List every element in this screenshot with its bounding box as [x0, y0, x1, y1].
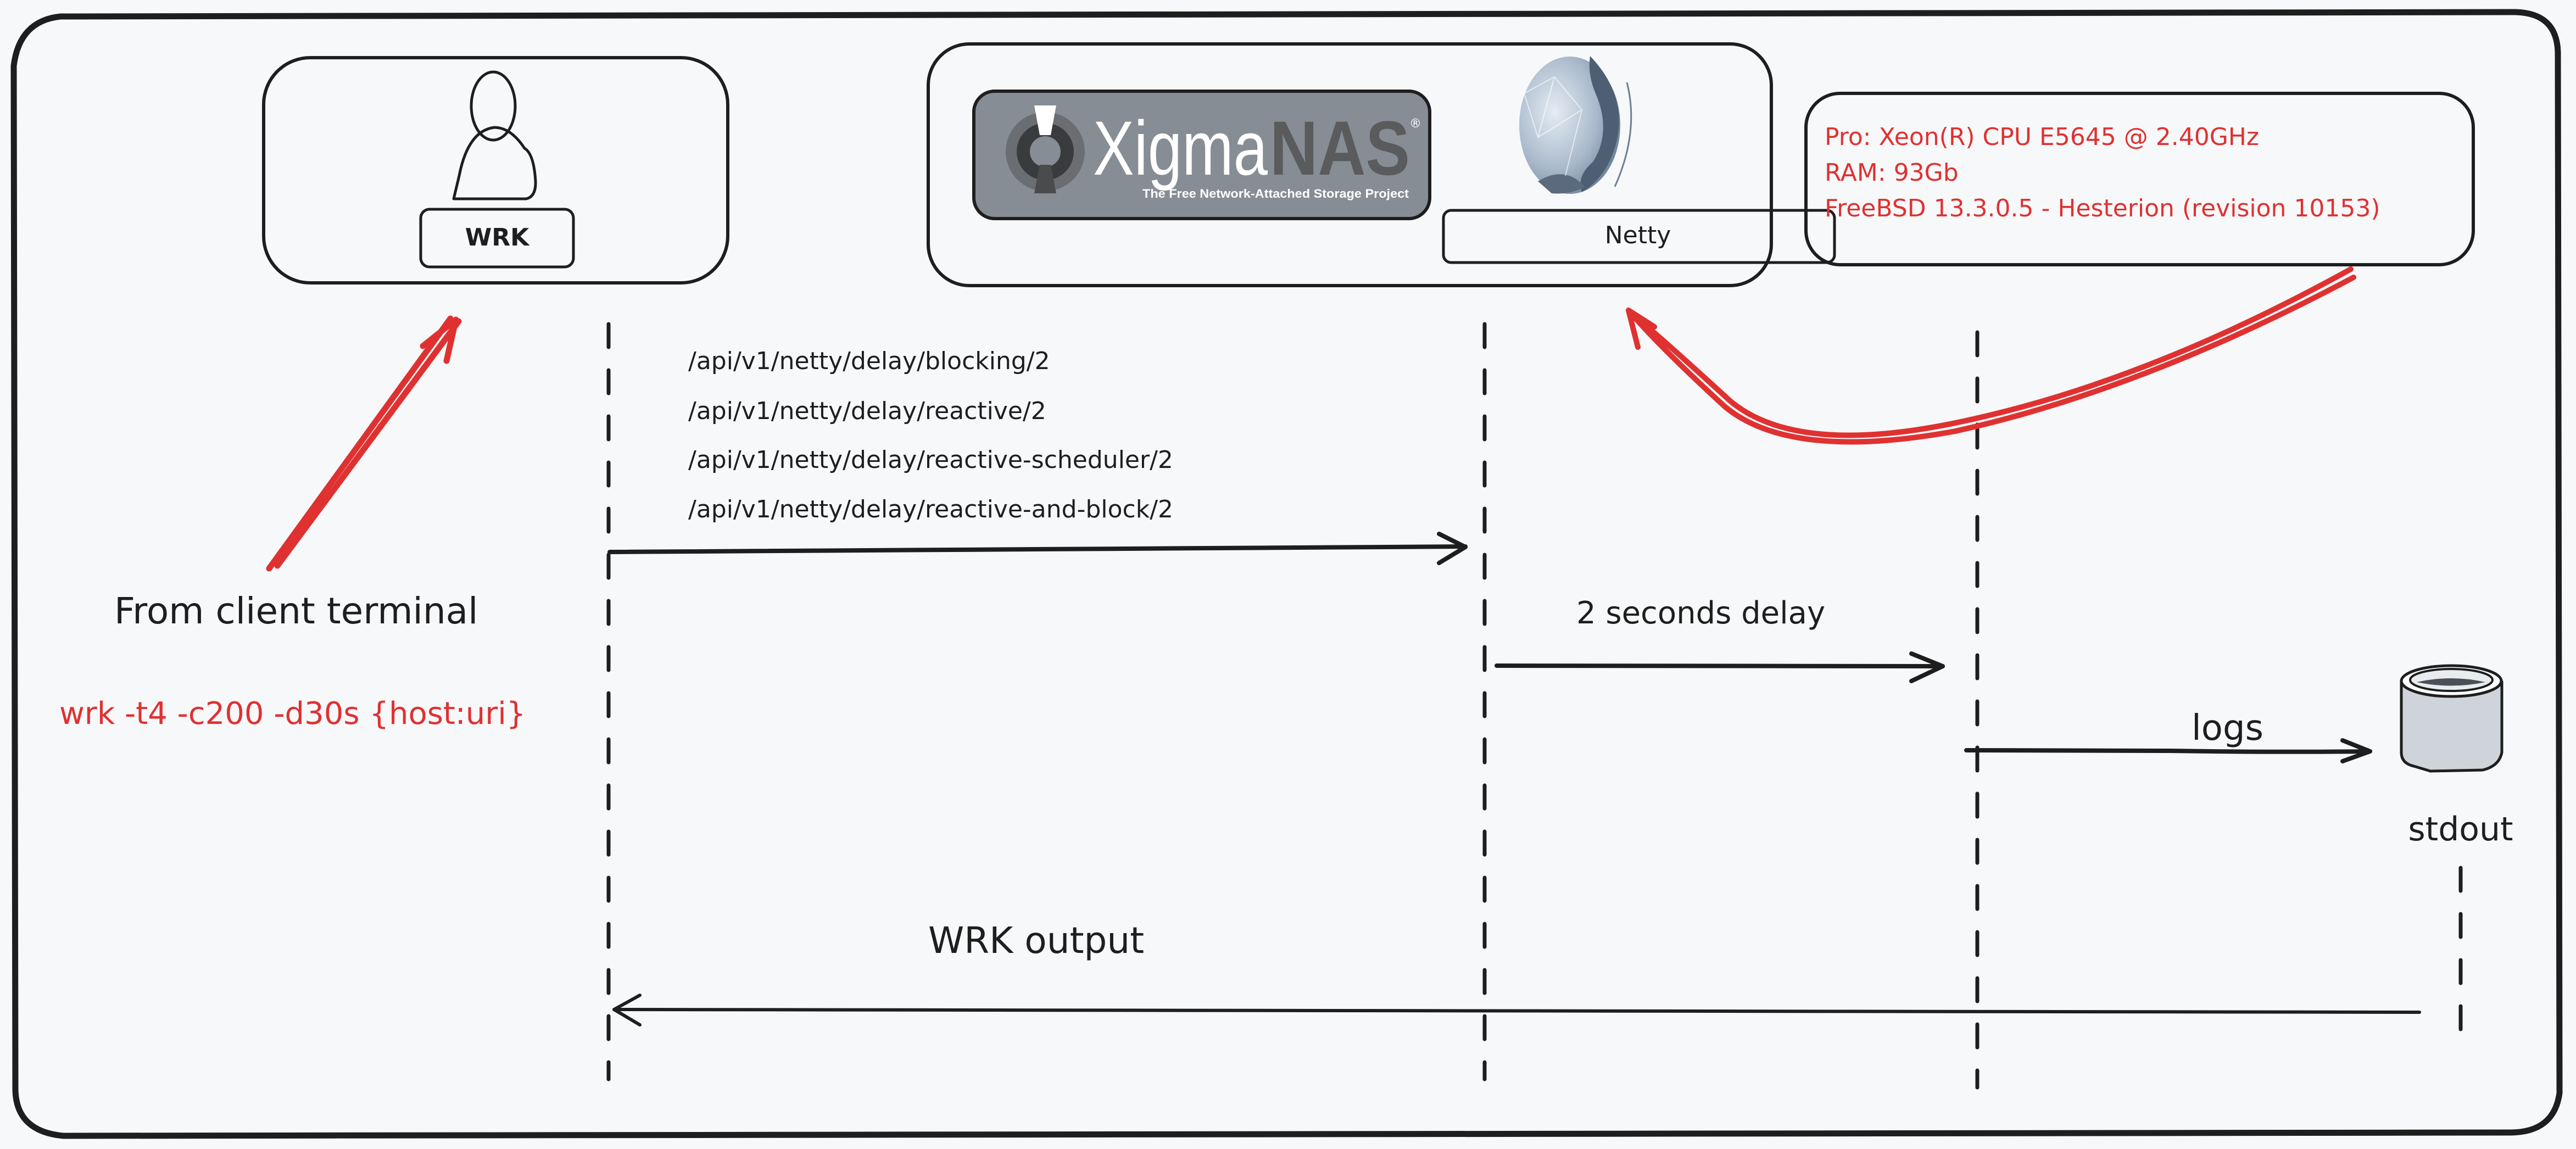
- netty-label: Netty: [1605, 221, 1671, 249]
- wrk-command[interactable]: wrk -t4 -c200 -d30s {host:uri}: [59, 696, 526, 732]
- outer-frame: [10, 9, 2563, 1139]
- wrk-label: WRK: [465, 224, 530, 252]
- spec-os: FreeBSD 13.3.0.5 - Hesterion (revision 1…: [1825, 194, 2380, 222]
- logs-arrow: [1964, 748, 2372, 754]
- xigmanas-tagline: The Free Network-Attached Storage Projec…: [1142, 187, 1409, 200]
- server-actor-box: [927, 42, 1773, 287]
- endpoint-blocking[interactable]: /api/v1/netty/delay/blocking/2: [688, 347, 1050, 375]
- wrk-actor-box: [262, 56, 729, 285]
- client-to-wrk-arrow: [266, 315, 462, 572]
- endpoint-reactive-and-block[interactable]: /api/v1/netty/delay/reactive-and-block/2: [688, 495, 1173, 523]
- xigmanas-brand-light: Xigma: [1093, 105, 1268, 191]
- request-message: /api/v1/netty/delay/blocking/2 /api/v1/n…: [607, 347, 1468, 565]
- client-note-title: From client terminal: [114, 590, 478, 632]
- database-cylinder-icon: [2400, 664, 2503, 773]
- delay-label: 2 seconds delay: [1576, 595, 1825, 631]
- endpoint-reactive-scheduler[interactable]: /api/v1/netty/delay/reactive-scheduler/2: [688, 446, 1173, 474]
- specs-to-netty-arrow: [1626, 266, 2356, 445]
- response-arrowhead: [612, 994, 642, 1027]
- server-actor[interactable]: Xigma NAS ® The Free Network-Attached St…: [927, 42, 1836, 287]
- logs-message: logs: [1964, 708, 2372, 763]
- request-arrow: [607, 544, 1468, 554]
- stdout-label: stdout: [2408, 810, 2513, 849]
- spec-ram: RAM: 93Gb: [1825, 159, 1959, 187]
- netty-globe-logo: [1519, 56, 1632, 194]
- logs-label: logs: [2192, 708, 2263, 749]
- xigmanas-registered: ®: [1409, 117, 1421, 131]
- delay-arrowhead: [1909, 651, 1945, 683]
- server-specs-note: Pro: Xeon(R) CPU E5645 @ 2.40GHz RAM: 93…: [1804, 92, 2475, 266]
- person-icon: [452, 70, 537, 200]
- xigmanas-brand-bold: NAS: [1270, 105, 1410, 191]
- logs-arrowhead: [2340, 738, 2372, 763]
- request-arrowhead: [1437, 532, 1468, 565]
- spec-cpu: Pro: Xeon(R) CPU E5645 @ 2.40GHz: [1825, 123, 2259, 151]
- wrk-label-box: [419, 208, 575, 269]
- wrk-actor[interactable]: WRK: [262, 56, 729, 285]
- stdout-actor[interactable]: stdout: [2400, 664, 2513, 849]
- xigmanas-logo: Xigma NAS ® The Free Network-Attached St…: [972, 90, 1431, 220]
- netty-label-box: [1442, 209, 1836, 264]
- endpoint-reactive[interactable]: /api/v1/netty/delay/reactive/2: [688, 397, 1046, 425]
- xigmanas-ring-icon: [1006, 105, 1085, 193]
- response-arrow: [612, 1008, 2421, 1014]
- response-label: WRK output: [928, 919, 1144, 962]
- delay-message: 2 seconds delay: [1495, 595, 1945, 683]
- response-message: WRK output: [612, 919, 2421, 1027]
